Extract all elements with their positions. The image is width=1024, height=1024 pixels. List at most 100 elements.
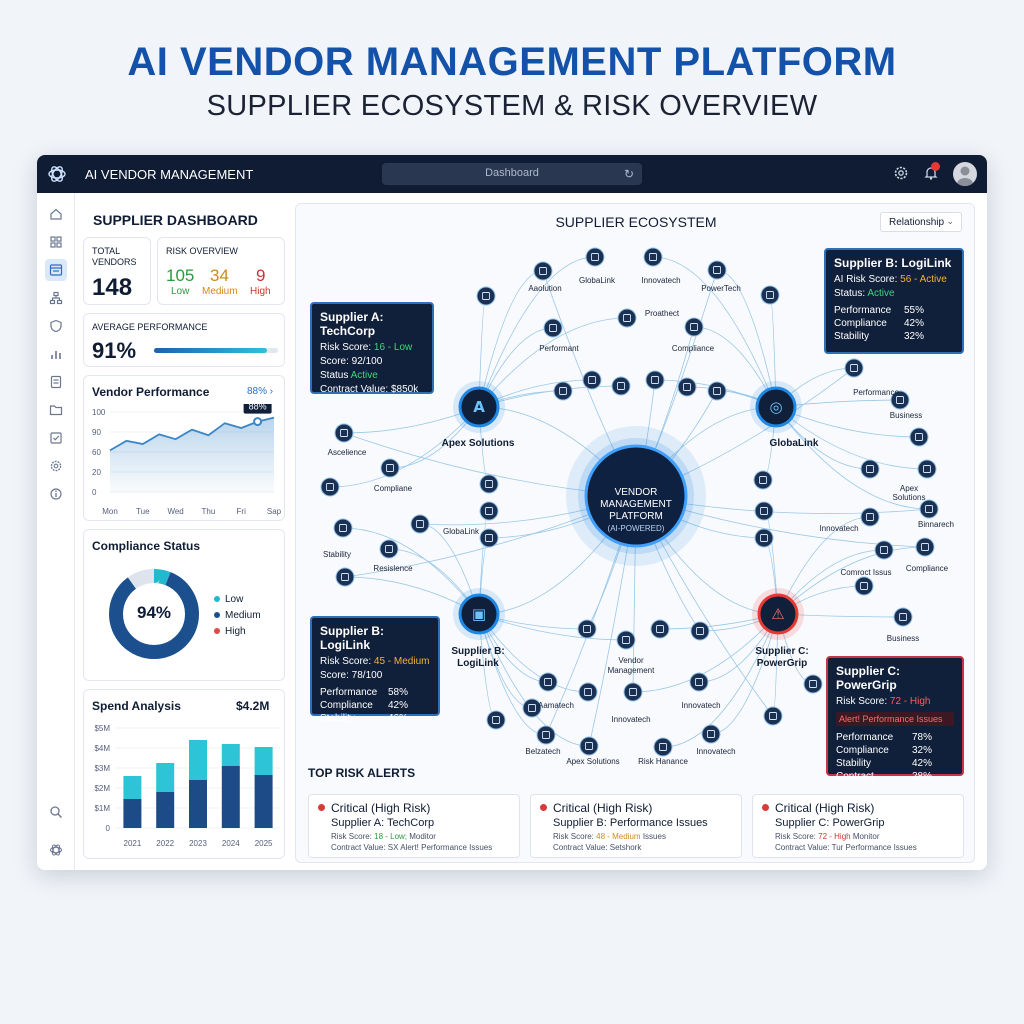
vendor-node-icon [917, 459, 937, 479]
center-line-4: (AI-POWERED) [607, 524, 665, 533]
alert-supplier: Supplier C: PowerGrip [775, 817, 885, 829]
grid-icon[interactable] [45, 231, 67, 253]
callout-b-risk: Risk Score: 45 - Medium [320, 655, 430, 669]
notification-badge [931, 162, 940, 171]
avg-perf-track [154, 348, 278, 353]
vendor-node-icon [553, 381, 573, 401]
top-bar: AI VENDOR MANAGEMENT Dashboard ↻ [37, 155, 987, 193]
folder-icon[interactable] [45, 399, 67, 421]
node-link [329, 406, 480, 488]
y-tick-label: 20 [92, 468, 101, 477]
alert-title: Critical (High Risk) [553, 801, 653, 815]
alert-risk-value: 72 - High [818, 832, 851, 841]
node-label: Binnarech [917, 520, 955, 529]
vendor-node-icon [860, 507, 880, 527]
bar-segment [254, 747, 273, 775]
compliance-legend: Low Medium High [214, 592, 261, 640]
risk-alert-card[interactable]: Critical (High Risk) Supplier C: PowerGr… [752, 794, 964, 858]
callout-c-risk: Risk Score: 72 - High [836, 695, 954, 709]
callout-supplier-b[interactable]: Supplier B: LogiLink Risk Score: 45 - Me… [310, 616, 440, 724]
risk-high-value: 9 [256, 266, 266, 285]
refresh-icon[interactable]: ↻ [623, 167, 634, 181]
vendor-node-glyph [585, 742, 593, 750]
hub-apex-icon-glyph: A [473, 398, 485, 416]
callout-supplier-a[interactable]: Supplier A: TechCorp Risk Score: 16 - Lo… [310, 302, 434, 395]
vendor-performance-badge-value: 88% [247, 386, 268, 397]
callout-supplier-c[interactable]: Supplier C: PowerGrip Risk Score: 72 - H… [826, 656, 964, 782]
metric-value: 42% [387, 700, 408, 711]
node-label: Risk Hanance [638, 757, 688, 766]
callout-b-title: Supplier B: LogiLink [320, 624, 385, 652]
vendor-node-glyph [539, 267, 547, 275]
average-performance-card: AVERAGE PERFORMANCE 91% [83, 313, 285, 367]
vendor-node-icon [690, 621, 710, 641]
ecosystem-network: A◎▣⚠ [320, 247, 939, 757]
relationship-dropdown[interactable]: Relationship ⌄ [880, 212, 962, 232]
vendor-node-glyph [591, 253, 599, 261]
vendor-node-icon [380, 458, 400, 478]
app-window: AI VENDOR MANAGEMENT Dashboard ↻ [37, 155, 987, 870]
bar-chart-icon[interactable] [45, 343, 67, 365]
vendor-node-glyph [880, 546, 888, 554]
dashboard-icon[interactable] [45, 259, 67, 281]
checklist-icon[interactable] [45, 427, 67, 449]
vendor-node-icon [617, 308, 637, 328]
home-icon[interactable] [45, 203, 67, 225]
node-label: Stability [322, 550, 351, 559]
y-tick-label: 0 [92, 488, 97, 497]
vendor-node-icon [533, 261, 553, 281]
total-vendors-label: TOTAL VENDORS [92, 246, 137, 267]
vendor-node-glyph [549, 324, 557, 332]
center-platform-node [584, 444, 688, 548]
metric-value: 32% [903, 331, 924, 342]
metric-label: Stability [320, 713, 356, 724]
node-link [662, 613, 779, 748]
callout-a-contract: Contract Value: $850k [320, 384, 419, 395]
vendor-node-icon [754, 528, 774, 548]
network-icon[interactable] [45, 287, 67, 309]
alert-contract: Contract Value: Setshork [553, 843, 642, 852]
node-label: Innovatech [681, 701, 721, 710]
center-platform-label: VENDOR MANAGEMENT PLATFORM (AI-POWERED) [586, 487, 686, 535]
compliance-donut [109, 569, 199, 659]
avatar[interactable] [953, 162, 977, 186]
callout-a-status-value: Active [350, 370, 378, 381]
alert-risk: Risk Score: 48 - Medium Issues [553, 832, 666, 841]
vendor-node-glyph [485, 507, 493, 515]
node-label: Performance [853, 388, 899, 397]
vendor-node-glyph [690, 323, 698, 331]
donut-slice-high [109, 569, 199, 659]
node-link [777, 516, 871, 615]
search-icon[interactable] [45, 801, 67, 823]
ai-icon[interactable] [45, 839, 67, 861]
vendor-node-glyph [588, 376, 596, 384]
settings-icon[interactable] [45, 455, 67, 477]
callout-supplier-b-top[interactable]: Supplier B: LogiLink AI Risk Score: 56 -… [824, 248, 964, 354]
vendor-node-glyph [617, 382, 625, 390]
vendor-node-glyph [542, 731, 550, 739]
bar-segment [221, 766, 240, 828]
document-icon[interactable] [45, 371, 67, 393]
vendor-performance-badge[interactable]: 88% › [247, 386, 274, 397]
openai-logo-icon[interactable] [47, 164, 67, 184]
vendor-node-icon [677, 377, 697, 397]
address-bar[interactable]: Dashboard ↻ [382, 163, 642, 185]
vendor-node-glyph [713, 387, 721, 395]
risk-alert-card[interactable]: Critical (High Risk) Supplier B: Perform… [530, 794, 742, 858]
risk-alert-card[interactable]: Critical (High Risk) Supplier A: TechCor… [308, 794, 520, 858]
node-label: Comroct Issus [840, 568, 892, 577]
info-icon[interactable] [45, 483, 67, 505]
bar-segment [189, 740, 207, 780]
shield-icon[interactable] [45, 315, 67, 337]
metric-value: 42% [903, 318, 924, 329]
gear-icon[interactable] [893, 165, 909, 181]
vendor-node-glyph [769, 712, 777, 720]
node-label: Aamatech [537, 701, 575, 710]
callout-a-risk: Risk Score: 16 - Low [320, 341, 424, 355]
vendor-node-icon [645, 370, 665, 390]
